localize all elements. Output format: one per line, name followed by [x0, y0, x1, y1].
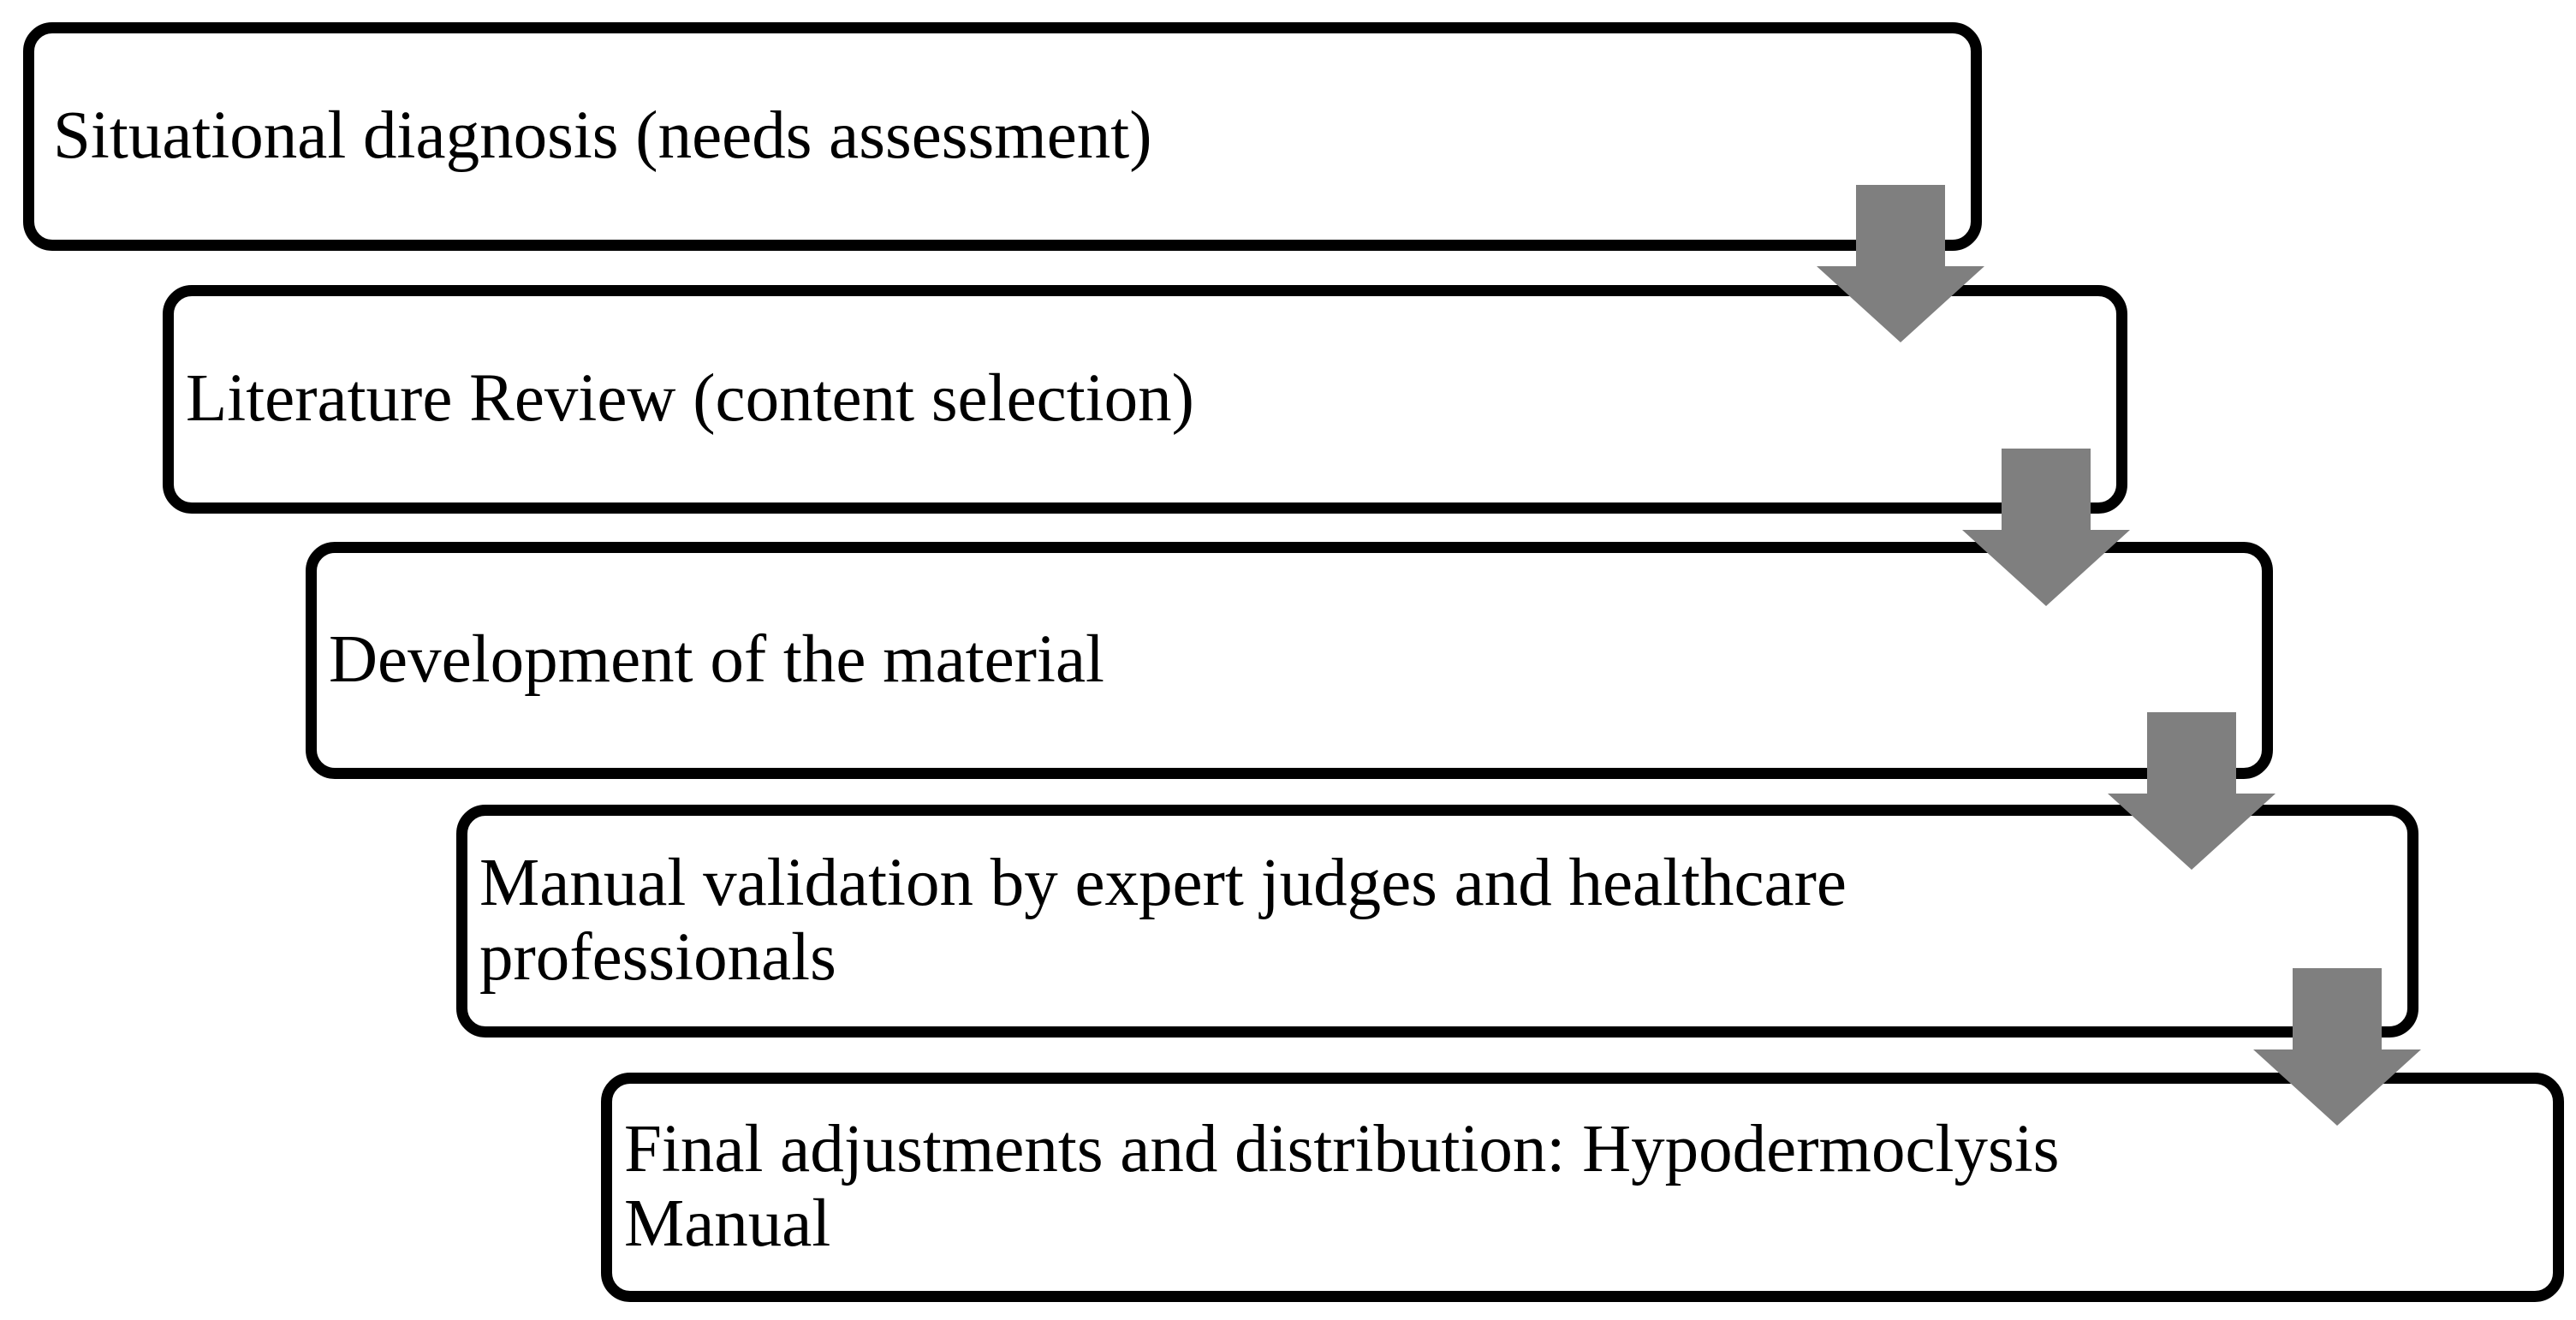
- down-arrow-icon-4: [2253, 968, 2421, 1126]
- flow-step-5-label: Final adjustments and distribution: Hypo…: [624, 1112, 2060, 1261]
- down-arrow-shape: [2108, 712, 2276, 870]
- flow-step-2: Literature Review (content selection): [163, 285, 2127, 514]
- flow-step-1: Situational diagnosis (needs assessment): [23, 22, 1982, 251]
- flow-step-2-label: Literature Review (content selection): [186, 361, 1194, 437]
- down-arrow-shape: [1817, 185, 1984, 342]
- down-arrow-shape: [2253, 968, 2421, 1126]
- flow-step-1-label: Situational diagnosis (needs assessment): [53, 98, 1152, 174]
- flow-step-4-label: Manual validation by expert judges and h…: [479, 846, 1847, 995]
- down-arrow-shape: [1962, 449, 2130, 606]
- down-arrow-icon-2: [1962, 449, 2130, 606]
- flow-step-3: Development of the material: [306, 542, 2273, 779]
- flow-step-4: Manual validation by expert judges and h…: [456, 805, 2418, 1038]
- down-arrow-icon-3: [2108, 712, 2276, 870]
- down-arrow-icon-1: [1817, 185, 1984, 342]
- flow-step-5: Final adjustments and distribution: Hypo…: [601, 1073, 2564, 1302]
- flow-step-3-label: Development of the material: [329, 622, 1104, 698]
